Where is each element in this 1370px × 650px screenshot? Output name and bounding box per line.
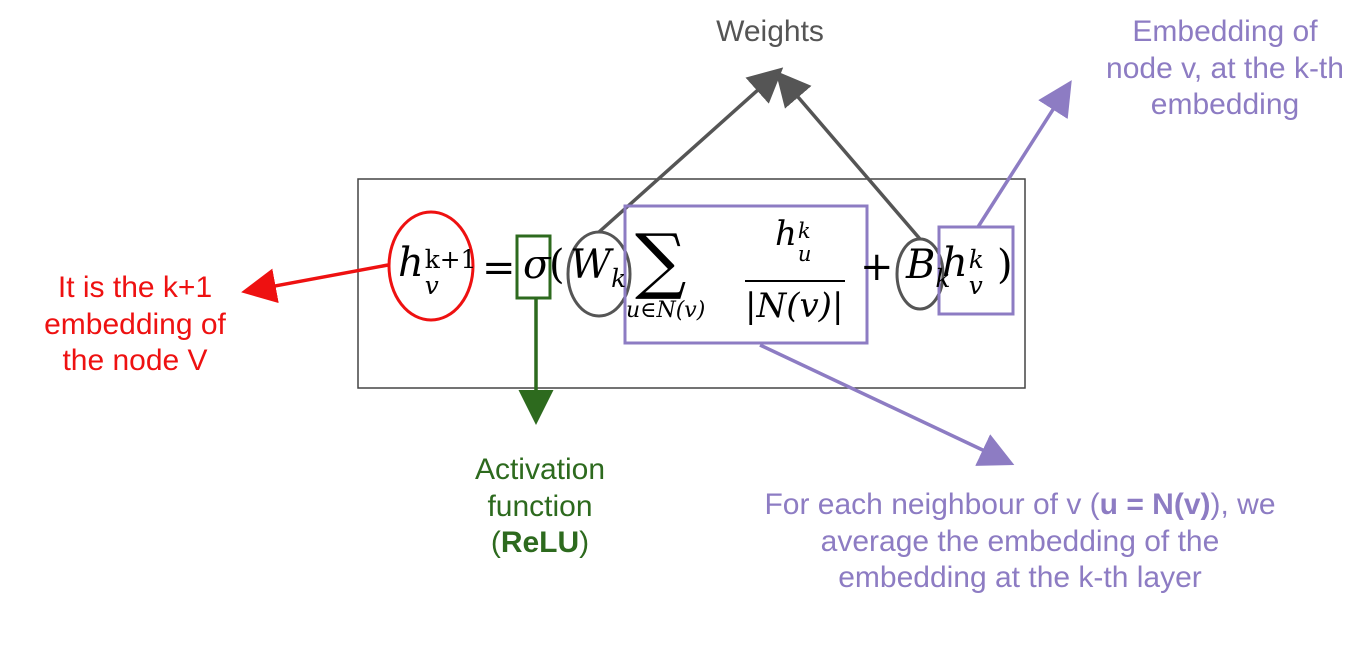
node-embedding-label-line-3: embedding [1150,88,1300,122]
node-embedding-label-line-1: Embedding of [1132,15,1318,48]
formula-summation-index: u∈N(v) [626,298,706,323]
formula-denominator: |N(v)| [745,286,844,326]
kplus1-label-line-2: embedding of [44,307,226,341]
kplus1-embedding-label: It is the k+1 embedding of the node V [0,270,270,380]
activation-label-line-2: function [487,489,593,523]
neighbour-label-line-3: embedding at the k-th layer [838,561,1202,595]
hk1-highlight-ellipse [387,210,475,322]
formula-close-paren: ) [997,242,1013,288]
formula-fraction-bar [745,280,845,282]
neighbour-label-line-1: For each neighbour of v (u = N(v)), we [764,488,1276,521]
sigma-highlight-box [515,234,552,300]
formula-w-k: Wk [570,242,627,293]
neighbour-average-label: For each neighbour of v (u = N(v)), we a… [680,487,1360,597]
weights-label: Weights [640,14,900,51]
neighbour-label-line-2: average the embedding of the [820,524,1220,558]
activation-label-line-3: (ReLU) [490,526,590,560]
kplus1-arrow [241,263,389,304]
formula-frame [357,178,1026,389]
neighbour-definition-text: u = N(v) [1099,488,1211,521]
neighbour-arrow [759,343,1015,466]
activation-label-line-1: Activation [474,453,606,486]
formula-b-k: Bk [906,242,951,293]
hk-highlight-box [937,225,1015,316]
weights-label-text: Weights [716,15,824,48]
formula-hk-superscript: k [968,245,984,274]
formula-w-subscript: k [611,264,627,293]
formula-numerator-subscript: u [797,241,812,266]
node-embedding-label-line-2: node v, at the k-th [1106,51,1344,85]
formula-equals: = [482,245,516,291]
weights-arrow-right [775,70,922,241]
formula-summation: ∑ [635,218,687,302]
formula-h-subscript: v [424,271,439,300]
sum-highlight-box [623,204,869,345]
relu-text: ReLU [500,526,580,560]
formula-plus: + [860,244,894,290]
formula-numerator-superscript: k [797,218,811,243]
kplus1-label-line-1: It is the k+1 [57,271,213,304]
embedding-arrow [976,80,1072,228]
formula-h-superscript: k+1 [424,245,477,274]
formula-b-subscript: k [935,264,951,293]
kplus1-label-line-3: the node V [62,344,208,378]
activation-function-label: Activation function (ReLU) [430,452,650,562]
formula-hk-subscript: v [968,271,983,300]
formula-sigma: σ [523,242,551,288]
node-embedding-label: Embedding of node v, at the k-th embeddi… [1070,14,1370,124]
formula-open-paren: ( [549,242,565,288]
